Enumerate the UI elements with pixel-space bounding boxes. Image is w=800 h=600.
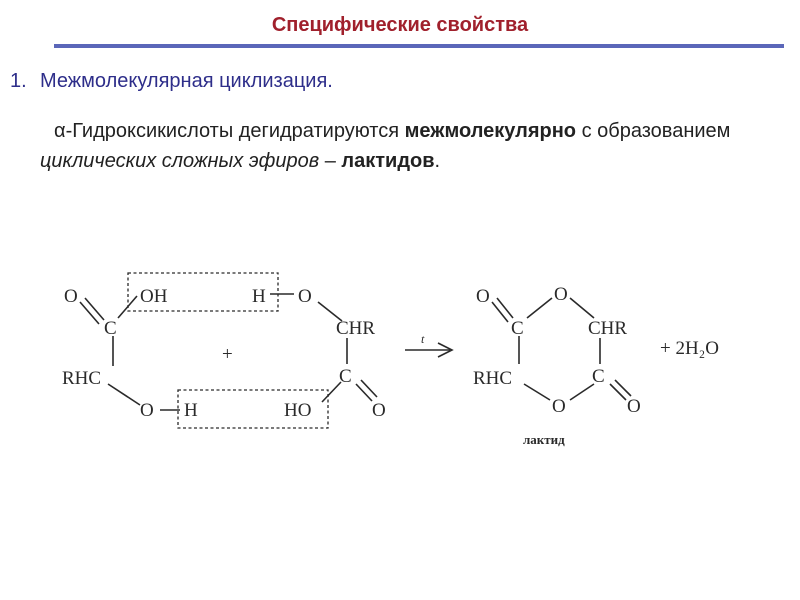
bond	[491, 301, 509, 323]
atom-o-bottom: O	[140, 400, 154, 421]
bond	[526, 297, 553, 319]
plus-sign: +	[222, 344, 233, 365]
slide-title: Специфические свойства	[271, 14, 529, 36]
atom-c-top: C	[104, 318, 117, 339]
atom-h-bottom: H	[184, 400, 198, 421]
product-o1: O	[476, 286, 490, 307]
bond	[317, 301, 343, 322]
bond	[321, 381, 342, 403]
atom-o-top: O	[64, 286, 78, 307]
bond	[360, 379, 378, 398]
bond	[569, 383, 595, 401]
bond	[609, 383, 627, 401]
para-part-1: α-Гидроксикислоты дегидратируются	[54, 120, 405, 142]
item-number: 1.	[10, 70, 27, 92]
group-ho: HO	[284, 400, 311, 421]
title-underline	[54, 44, 784, 48]
numbered-item: 1. Межмолекулярная циклизация.	[10, 70, 333, 93]
para-bold-lactides: лактидов	[341, 150, 435, 172]
atom-h-top: H	[252, 286, 266, 307]
product-c2: C	[592, 366, 605, 387]
bond	[107, 383, 141, 406]
water-byproduct: + 2H₂O	[660, 338, 719, 359]
arrow-label: t	[421, 332, 425, 346]
group-oh: OH	[140, 286, 168, 307]
product-c1: C	[511, 318, 524, 339]
item-text: Межмолекулярная циклизация.	[40, 70, 333, 92]
product-o3: O	[552, 396, 566, 417]
bond	[496, 297, 514, 319]
reactants	[79, 272, 378, 429]
lactide-caption: лактид	[523, 432, 565, 447]
product-rhc: RHC	[473, 368, 512, 389]
bond	[117, 295, 138, 319]
group-chr-left: CHR	[336, 318, 375, 339]
description-paragraph: α-Гидроксикислоты дегидратируются межмол…	[40, 116, 785, 176]
reaction-arrow	[405, 342, 454, 358]
para-italic-cyclic-esters: циклических сложных эфиров	[40, 150, 320, 172]
bond	[569, 297, 595, 319]
para-bold-intermolecular: межмолекулярно	[404, 120, 577, 142]
product-o4: O	[627, 396, 641, 417]
product-chr: CHR	[588, 318, 627, 339]
bond	[79, 301, 100, 325]
reaction-scheme: O C OH RHC O H H O CHR C HO O + t O O C …	[62, 272, 719, 447]
atom-o-bottom-right: O	[372, 400, 386, 421]
bond	[523, 383, 551, 401]
group-rhc-left: RHC	[62, 368, 101, 389]
para-part-2: с образованием	[576, 120, 731, 142]
bond	[614, 379, 632, 397]
para-part-3: –	[319, 150, 342, 172]
bond	[355, 383, 373, 402]
product-o2: O	[554, 284, 568, 305]
bond	[84, 297, 105, 321]
atom-c-right: C	[339, 366, 352, 387]
lactide-ring	[491, 297, 632, 401]
atom-o-right: O	[298, 286, 312, 307]
para-part-4: .	[434, 150, 441, 172]
